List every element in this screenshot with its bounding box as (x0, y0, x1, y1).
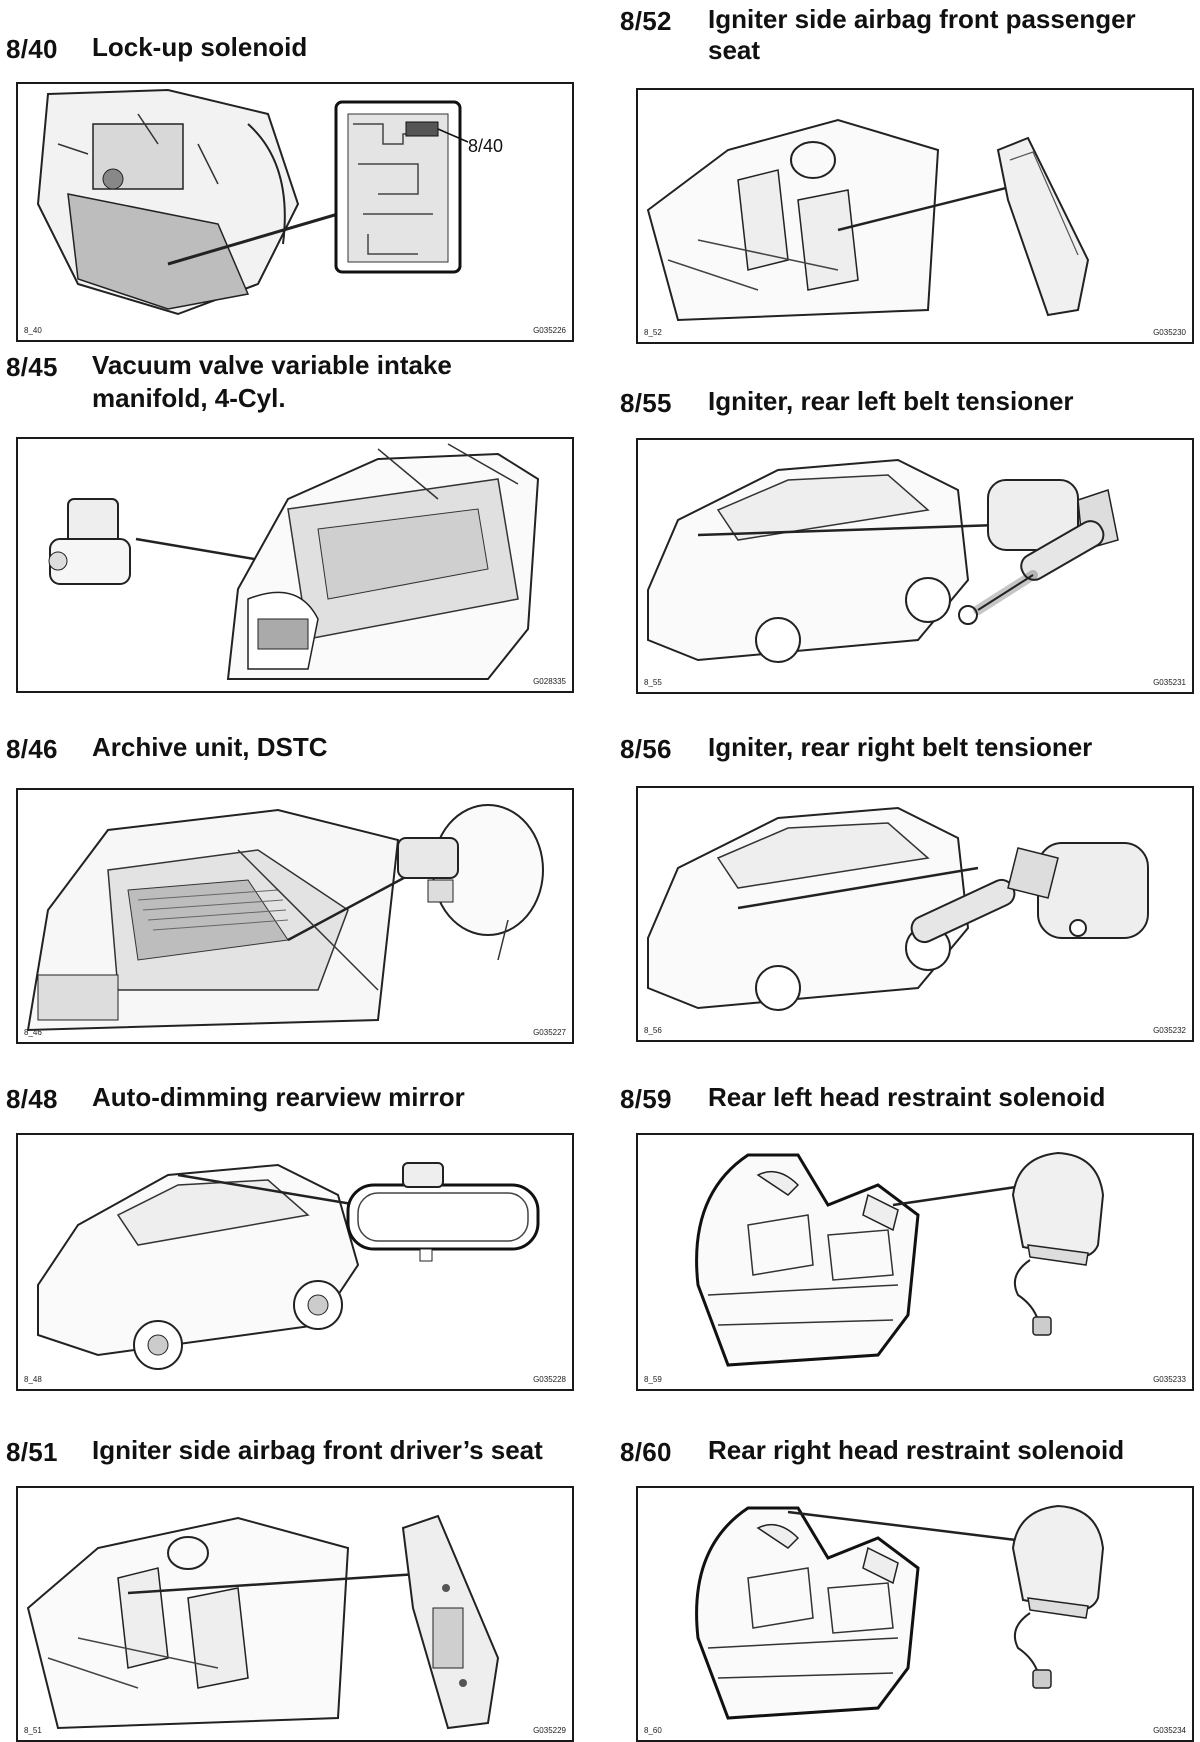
figure-ref: G035233 (1153, 1375, 1186, 1384)
entry-8-56: 8/56 Igniter, rear right belt tensioner … (600, 690, 1200, 1042)
entry-8-55: 8/55 Igniter, rear left belt tensioner 8… (600, 340, 1200, 694)
rear-seat-left-head-restraint-illustration (695, 1151, 1105, 1367)
figure-ref: G035226 (533, 326, 566, 335)
figure-id: 8_48 (24, 1375, 42, 1384)
entry-8-52: 8/52 Igniter side airbag front passenger… (600, 0, 1200, 344)
figure-id: 8_56 (644, 1026, 662, 1035)
figure-id: 8_52 (644, 328, 662, 337)
figure-frame: 8_55 G035231 (636, 438, 1194, 694)
entry-title-line-2: seat (708, 35, 761, 65)
figure-frame: 8_48 G035228 (16, 1133, 574, 1391)
entry-8-40: 8/40 Lock-up solenoid 8/40 8_40 G035226 (0, 0, 580, 342)
transmission-valve-body-illustration (36, 88, 469, 316)
car-rearview-mirror-illustration (37, 1162, 540, 1370)
interior-driver-seat-airbag-illustration (26, 1514, 500, 1730)
entry-code: 8/46 (6, 734, 58, 764)
figure-frame: 8_52 G035230 (636, 88, 1194, 344)
car-rear-left-belt-tensioner-illustration (647, 458, 1119, 663)
figure-id: 8_51 (24, 1726, 42, 1735)
figure-frame: 8_46 G035227 (16, 788, 574, 1044)
figure-ref: G028335 (533, 677, 566, 686)
figure-id: 8_55 (644, 678, 662, 687)
entry-code: 8/51 (6, 1437, 58, 1467)
interior-passenger-seat-airbag-illustration (646, 118, 1090, 322)
entry-code: 8/48 (6, 1084, 58, 1114)
figure-ref: G035229 (533, 1726, 566, 1735)
entry-code: 8/56 (620, 734, 672, 764)
figure-id: 8_60 (644, 1726, 662, 1735)
figure-ref: G035232 (1153, 1026, 1186, 1035)
entry-title: Archive unit, DSTC (92, 732, 328, 762)
entry-title: Rear left head restraint solenoid (708, 1082, 1106, 1112)
figure-id: 8_59 (644, 1375, 662, 1384)
entry-8-51: 8/51 Igniter side airbag front driver’s … (0, 1390, 580, 1742)
entry-title: Rear right head restraint solenoid (708, 1435, 1125, 1465)
entry-code: 8/55 (620, 388, 672, 418)
entry-code: 8/45 (6, 352, 58, 382)
figure-frame: 8_51 G035229 (16, 1486, 574, 1742)
figure-ref: G035231 (1153, 678, 1186, 687)
figure-frame: G028335 (16, 437, 574, 693)
entry-title: Igniter, rear left belt tensioner (708, 386, 1074, 416)
callout-label: 8/40 (468, 136, 504, 156)
entry-code: 8/60 (620, 1437, 672, 1467)
figure-id: 8_46 (24, 1028, 42, 1037)
entry-title: Igniter side airbag front driver’s seat (92, 1435, 543, 1465)
figure-ref: G035227 (533, 1028, 566, 1037)
entry-code: 8/59 (620, 1084, 672, 1114)
figure-frame: 8_60 G035234 (636, 1486, 1194, 1742)
figure-ref: G035228 (533, 1375, 566, 1384)
entry-8-48: 8/48 Auto-dimming rearview mirror 8_48 G… (0, 1040, 580, 1391)
figure-id: 8_40 (24, 326, 42, 335)
engine-bay-dstc-unit-illustration (26, 804, 544, 1032)
entry-title: Lock-up solenoid (92, 32, 308, 62)
entry-code: 8/52 (620, 6, 672, 36)
car-rear-right-belt-tensioner-illustration (647, 806, 1149, 1011)
entry-title: Auto-dimming rearview mirror (92, 1082, 465, 1112)
entry-title-line-1: Igniter side airbag front passenger (708, 4, 1136, 34)
entry-8-60: 8/60 Rear right head restraint solenoid … (600, 1390, 1200, 1742)
figure-frame: 8_59 G035233 (636, 1133, 1194, 1391)
entry-8-46: 8/46 Archive unit, DSTC 8_46 G035227 (0, 690, 580, 1044)
figure-frame: 8/40 8_40 G035226 (16, 82, 574, 342)
figure-frame: 8_56 G035232 (636, 786, 1194, 1042)
entry-8-45: 8/45 Vacuum valve variable intake manifo… (0, 340, 580, 693)
entry-code: 8/40 (6, 34, 58, 64)
figure-ref: G035234 (1153, 1726, 1186, 1735)
rear-seat-right-head-restraint-illustration (695, 1504, 1105, 1720)
entry-title-line-1: Vacuum valve variable intake (92, 350, 452, 380)
figure-ref: G035230 (1153, 328, 1186, 337)
entry-8-59: 8/59 Rear left head restraint solenoid 8… (600, 1040, 1200, 1391)
engine-bay-vacuum-valve-illustration (48, 443, 540, 680)
entry-title: Igniter, rear right belt tensioner (708, 732, 1093, 762)
entry-title-line-2: manifold, 4-Cyl. (92, 383, 286, 413)
